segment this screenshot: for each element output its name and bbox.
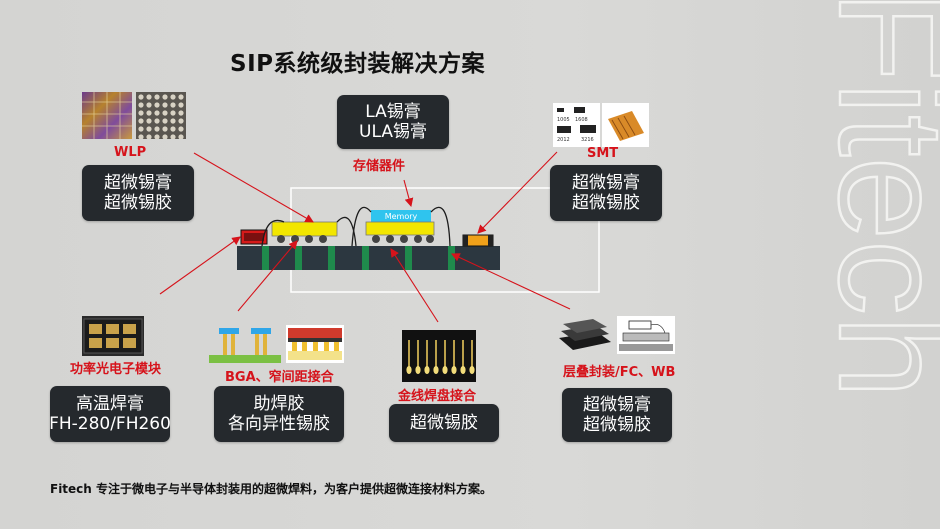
power-component [240, 229, 268, 245]
bond-wire [430, 206, 451, 247]
arrow-smt [477, 151, 558, 234]
stacked-package-image [555, 314, 613, 354]
memory-die [371, 210, 431, 222]
gold-wire-product-line1: 超微锡胶 [410, 413, 478, 433]
wlp-image [82, 92, 132, 139]
flex-ribbon-icon [608, 111, 644, 141]
arrow-stacked [451, 253, 571, 310]
watermark-text: Fitech [808, 0, 940, 398]
via [328, 246, 335, 270]
bga-product-box: 助焊胶 各向异性锡胶 [214, 386, 344, 442]
gold-wire-product-box: 超微锡胶 [389, 404, 499, 442]
stacked-product-line2: 超微锡胶 [583, 415, 651, 435]
smt-size-3216: 3216 [581, 137, 594, 143]
stacked-product-line1: 超微锡膏 [583, 395, 651, 415]
bump-array-image [136, 92, 186, 139]
fitech-watermark: Fitech [807, 0, 940, 400]
smt-component [462, 234, 494, 247]
via [405, 246, 412, 270]
memory-label: Memory [385, 212, 418, 221]
arrow-bga [237, 240, 298, 312]
wire-bond-icon [406, 340, 475, 374]
via [448, 246, 455, 270]
label-bga: BGA、窄间距接合 [225, 370, 334, 385]
label-stacked: 层叠封装/FC、WB [563, 365, 676, 380]
igbt-module-icon [83, 318, 143, 354]
arrow-storage [403, 179, 414, 208]
arrow-gold-wire [390, 248, 439, 323]
via [362, 246, 369, 270]
arrow-power [159, 236, 241, 295]
arrow-wlp [193, 152, 314, 223]
bga-product-line1: 助焊胶 [253, 394, 305, 414]
wlp-product-line1: 超微锡膏 [104, 173, 172, 193]
bga-structure-image [209, 325, 281, 363]
footer-text: Fitech 专注于微电子与半导体封装用的超微焊料，为客户提供超微连接材料方案。 [50, 482, 493, 496]
via [295, 246, 302, 270]
smt-components-image: 1005 1608 2012 3216 [553, 103, 600, 147]
bga-bump-icon [209, 328, 281, 363]
label-wlp: WLP [114, 145, 147, 160]
smt-product-line2: 超微锡胶 [572, 193, 640, 213]
label-smt: SMT [587, 146, 619, 161]
page-title: SIP系统级封装解决方案 [230, 51, 485, 77]
bond-wire [336, 216, 357, 247]
fc-wb-icon [619, 320, 673, 351]
flex-circuit-image [602, 103, 649, 147]
power-product-line1: 高温焊膏 [76, 394, 144, 414]
substrate [237, 246, 500, 270]
smt-size-2012: 2012 [557, 137, 570, 143]
bond-wire [351, 206, 372, 247]
fc-wb-schematic-image [617, 316, 675, 354]
power-module-image [82, 316, 144, 356]
smt-product-line1: 超微锡膏 [572, 173, 640, 193]
logic-die [365, 221, 435, 236]
bond-wire [261, 219, 285, 247]
wlp-chip [271, 221, 338, 237]
label-gold-wire: 金线焊盘接合 [398, 389, 477, 404]
gold-wire-image [402, 330, 476, 382]
center-product-box: LA锡膏 ULA锡膏 [337, 95, 449, 149]
center-product-line2: ULA锡膏 [359, 122, 427, 142]
center-product-line1: LA锡膏 [365, 102, 421, 122]
power-product-box: 高温焊膏 FH-280/FH260 [49, 386, 171, 442]
wlp-product-line2: 超微锡胶 [104, 193, 172, 213]
stacked-product-box: 超微锡膏 超微锡胶 [562, 388, 672, 442]
power-product-line2: FH-280/FH260 [49, 414, 171, 434]
smt-size-1608: 1608 [575, 117, 588, 123]
label-power-module: 功率光电子模块 [70, 362, 162, 377]
solder-ball-grid-icon [138, 94, 184, 139]
narrow-pitch-image [286, 325, 344, 363]
wafer-icon [82, 92, 132, 139]
smt-size-1005: 1005 [557, 117, 570, 123]
bga-product-line2: 各向异性锡胶 [228, 414, 330, 434]
via [262, 246, 269, 270]
label-storage: 存储器件 [353, 159, 406, 174]
smt-product-box: 超微锡膏 超微锡胶 [550, 165, 662, 221]
chip-resistors-icon: 1005 1608 2012 3216 [557, 107, 596, 143]
wlp-product-box: 超微锡膏 超微锡胶 [82, 165, 194, 221]
narrow-pitch-icon [288, 328, 342, 360]
stacked-die-icon [559, 319, 611, 350]
